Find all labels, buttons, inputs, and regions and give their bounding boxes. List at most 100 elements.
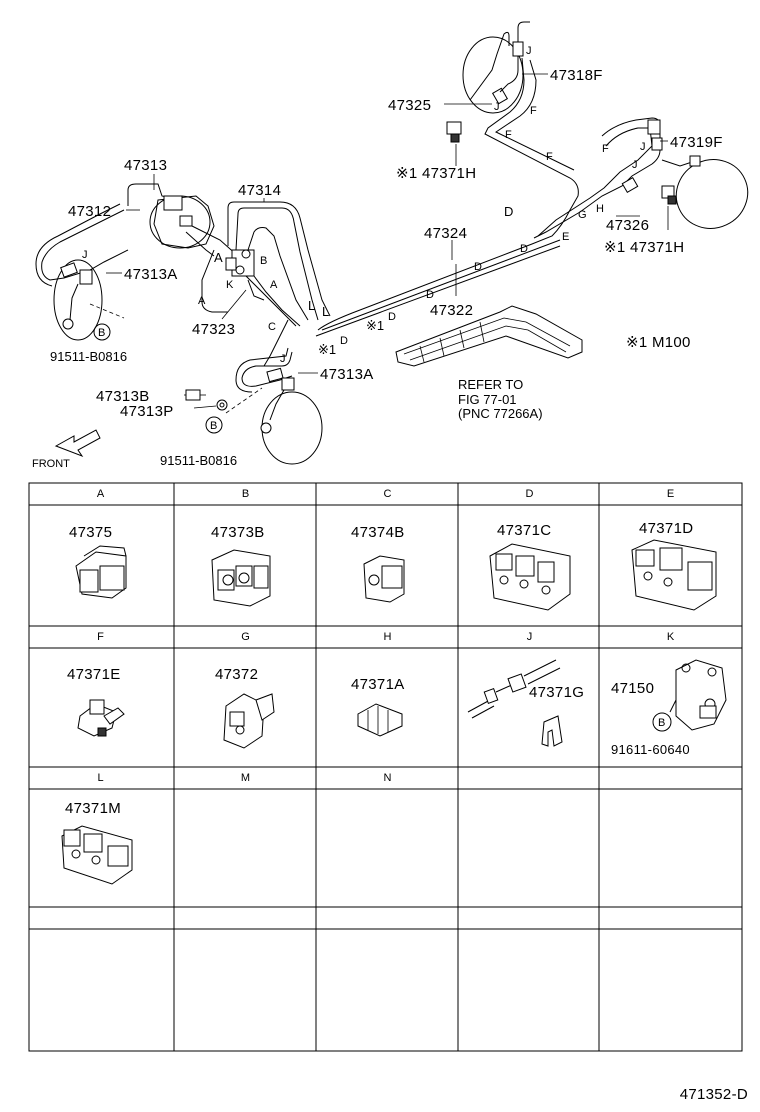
cell-letter-g: G [241,631,250,643]
clamp-icon-47375 [75,545,127,599]
cell-subpart-91611-60640: 91611-60640 [611,742,690,757]
svg-text:J: J [526,45,532,57]
cell-letter-l: L [97,772,104,784]
cell-letter-h: H [383,631,392,643]
washer-47313P [216,399,228,411]
cell-letter-k: K [666,631,675,643]
label-note-m100: ※1 M100 [626,334,691,351]
svg-text:H: H [596,203,604,215]
cell-letter-c: C [383,488,392,500]
svg-text:F: F [546,151,553,163]
label-refer-line1: REFER TO [458,377,523,392]
svg-text:D: D [504,204,513,219]
clamp-47371H-upper [446,121,462,160]
bubble-b-upper: B [93,323,111,341]
svg-text:D: D [520,243,528,255]
cell-part-47371D: 47371D [639,520,694,537]
cell-letter-j: J [526,631,533,643]
label-front: FRONT [32,458,70,470]
clamp-icon-47371C [489,543,571,611]
svg-text:E: E [562,231,569,243]
label-47324: 47324 [424,225,467,242]
label-47312: 47312 [68,203,111,220]
clamp-icon-47373B [211,549,271,607]
svg-text:B: B [658,717,665,729]
cell-part-47371C: 47371C [497,522,552,539]
part-labels: 47318F 47325 ※1 47371H 47319F 47326 ※1 4… [32,67,723,470]
label-47371H-lower: ※1 47371H [604,239,684,256]
cell-letter-b: B [241,488,250,500]
label-47313B: 47313B [96,388,150,405]
svg-text:C: C [268,321,276,333]
svg-text:G: G [578,209,587,221]
valve-icon-47150 [669,659,727,731]
cell-part-47372: 47372 [215,666,259,683]
cell-part-47375: 47375 [69,524,113,541]
cell-letter-a: A [96,488,105,500]
clamp-icon-47371A [357,703,403,737]
label-47322: 47322 [430,302,473,319]
clamp-letters: J J F F F F J J D G H E D D D D D L L J … [82,45,646,365]
label-47371H-upper: ※1 47371H [396,165,476,182]
clamp-icon-47371M [61,825,133,885]
svg-text:F: F [505,129,512,141]
svg-text:J: J [494,101,500,113]
label-91511-B0816-lower: 91511-B0816 [160,453,237,468]
label-47323: 47323 [192,321,235,338]
svg-text:A: A [270,279,278,291]
svg-text:F: F [530,105,537,117]
svg-text:J: J [632,159,638,171]
heat-insulator [395,305,583,367]
parts-table: A B C D E 47375 47373B 47374B 47371C 473… [29,483,742,1051]
cell-part-47373B: 47373B [211,524,265,541]
rear-right-brake-area [317,21,579,331]
label-47314: 47314 [238,182,281,199]
label-mark1-b: ※1 [318,342,336,357]
cell-letter-e: E [666,488,675,500]
cell-part-47371G: 47371G [529,684,585,701]
bubble-b-lower: B [205,416,223,434]
front-right-brake-area [35,183,181,341]
label-refer-line2: FIG 77-01 [458,392,517,407]
front-left-brake-area [225,347,323,465]
clamp-icon-47371G [467,659,563,747]
clamp-icon-47371E [77,699,125,737]
svg-text:J: J [280,353,286,365]
label-47318F: 47318F [550,67,603,84]
label-47313A-upper: 47313A [124,266,178,283]
front-arrow-icon [54,429,101,458]
label-47313A-lower: 47313A [320,366,374,383]
label-47325: 47325 [388,97,431,114]
cell-part-47371M: 47371M [65,800,122,817]
master-cylinder-area [149,195,331,367]
cell-letter-d: D [525,488,534,500]
clamp-icon-47371D [631,539,717,611]
svg-text:D: D [474,261,482,273]
label-47326: 47326 [606,217,649,234]
svg-text:D: D [340,335,348,347]
label-mark1-a: ※1 [366,318,384,333]
bolt-47313B [185,389,206,401]
svg-text:F: F [602,143,609,155]
svg-text:K: K [226,279,234,291]
parts-table-grid [28,482,743,1052]
label-47313P: 47313P [120,403,174,420]
label-refer-line3: (PNC 77266A) [458,406,543,421]
svg-text:B: B [98,327,105,339]
svg-text:B: B [210,420,217,432]
cell-letter-n: N [383,772,392,784]
label-47319F: 47319F [670,134,723,151]
clamp-icon-47374B [363,555,405,603]
bubble-b-k: B [652,712,672,732]
svg-text:A: A [214,250,223,265]
cell-letter-f: F [97,631,104,643]
svg-text:L: L [322,304,329,319]
cell-part-47374B: 47374B [351,524,405,541]
label-91511-B0816-upper: 91511-B0816 [50,349,127,364]
clamp-icon-47372 [223,693,275,749]
svg-text:D: D [388,311,396,323]
svg-text:A: A [198,295,206,307]
svg-text:B: B [260,255,267,267]
leader-lines [106,73,669,409]
